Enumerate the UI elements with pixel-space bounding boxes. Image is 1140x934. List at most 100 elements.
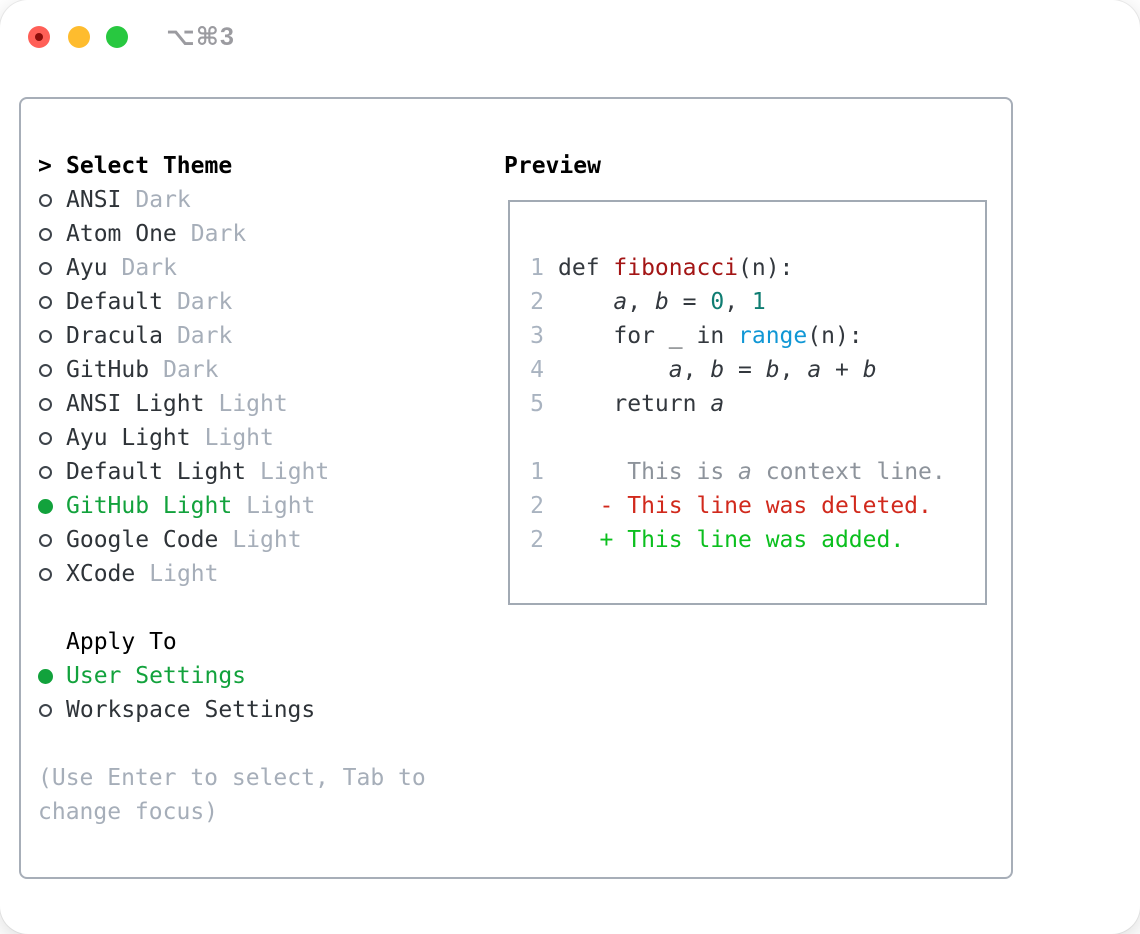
prompt-marker-cell: > <box>38 149 66 183</box>
prompt-icon: > <box>38 153 52 179</box>
radio-cell <box>38 693 66 727</box>
code-token: + <box>821 357 863 383</box>
theme-option-tag: Dark <box>176 289 233 315</box>
apply-to-marker-cell <box>38 625 66 659</box>
line-number: 1 <box>530 459 544 485</box>
code-token: 0 <box>710 289 725 315</box>
code-token: - This line was deleted. <box>558 493 932 519</box>
apply-to-option-label: Workspace Settings <box>66 697 316 723</box>
line-number: 5 <box>530 391 544 417</box>
radio-cell <box>38 285 66 319</box>
spacer-row <box>38 591 488 625</box>
radio-icon <box>39 295 52 309</box>
code-token: (n): <box>807 323 863 349</box>
close-button[interactable] <box>28 26 50 48</box>
line-number: 2 <box>530 493 544 519</box>
theme-option-tag: Dark <box>190 221 247 247</box>
theme-option[interactable]: Ayu Light Light <box>38 421 488 455</box>
theme-option-tag: Light <box>204 425 274 451</box>
theme-option-label: Ayu <box>66 255 108 281</box>
theme-option[interactable]: Default Dark <box>38 285 488 319</box>
code-line: 1 This is a context line. <box>530 455 946 489</box>
minimize-button[interactable] <box>68 26 90 48</box>
radio-cell <box>38 387 66 421</box>
code-line: 5 return a <box>530 387 946 421</box>
theme-option-label: Default <box>66 289 163 315</box>
code-line: 2 + This line was added. <box>530 523 946 557</box>
code-token: a <box>710 391 725 417</box>
theme-option-label: GitHub Light <box>66 493 233 519</box>
code-token: b <box>862 357 877 383</box>
radio-icon <box>39 533 52 547</box>
select-theme-header: Select Theme <box>66 153 233 179</box>
theme-option-label: Dracula <box>66 323 163 349</box>
code-line: 4 a, b = b, a + b <box>530 353 946 387</box>
code-line: 2 - This line was deleted. <box>530 489 946 523</box>
radio-cell <box>38 557 66 591</box>
theme-option-label: ANSI <box>66 187 122 213</box>
code-token: range <box>738 323 808 349</box>
code-token: b <box>765 357 780 383</box>
radio-icon <box>39 397 52 411</box>
radio-cell <box>38 353 66 387</box>
code-token: , <box>682 357 711 383</box>
radio-cell <box>38 421 66 455</box>
theme-option-label: Google Code <box>66 527 219 553</box>
window-title: ⌥⌘3 <box>166 23 235 51</box>
theme-option-label: XCode <box>66 561 136 587</box>
apply-to-header: Apply To <box>66 629 177 655</box>
radio-cell <box>38 523 66 557</box>
theme-option-label: Ayu Light <box>66 425 191 451</box>
code-token: = <box>668 289 711 315</box>
line-number: 2 <box>530 527 544 553</box>
code-line: 3 for _ in range(n): <box>530 319 946 353</box>
theme-option-tag: Light <box>260 459 330 485</box>
radio-cell <box>38 659 66 693</box>
radio-icon <box>39 431 52 445</box>
theme-option[interactable]: XCode Light <box>38 557 488 591</box>
theme-option[interactable]: ANSI Dark <box>38 183 488 217</box>
radio-icon <box>39 329 52 343</box>
code-line <box>530 421 946 455</box>
apply-to-header-row: Apply To <box>38 625 488 659</box>
code-token: = <box>724 357 766 383</box>
theme-option-tag: Dark <box>135 187 191 213</box>
radio-cell <box>38 489 66 523</box>
apply-to-option[interactable]: User Settings <box>38 659 488 693</box>
theme-option-tag: Light <box>218 391 288 417</box>
radio-cell <box>38 251 66 285</box>
select-theme-header-row: > Select Theme <box>38 149 488 183</box>
apply-to-option[interactable]: Workspace Settings <box>38 693 488 727</box>
radio-icon <box>39 363 52 377</box>
code-token: b <box>654 289 669 315</box>
theme-option-label: ANSI Light <box>66 391 205 417</box>
code-token: This is <box>558 459 739 485</box>
code-token: a <box>807 357 822 383</box>
theme-option[interactable]: ANSI Light Light <box>38 387 488 421</box>
theme-option[interactable]: GitHub Light Light <box>38 489 488 523</box>
radio-cell <box>38 183 66 217</box>
apply-to-option-label: User Settings <box>66 663 247 689</box>
radio-selected-icon <box>38 498 53 514</box>
zoom-button[interactable] <box>106 26 128 48</box>
theme-option-tag: Light <box>149 561 219 587</box>
code-token: , <box>779 357 808 383</box>
theme-option-tag: Light <box>246 493 316 519</box>
code-token: 1 <box>751 289 766 315</box>
radio-cell <box>38 319 66 353</box>
code-token: (n): <box>738 255 794 281</box>
line-number: 2 <box>530 289 544 315</box>
code-token: return <box>558 391 711 417</box>
spacer-row <box>38 727 488 761</box>
code-line: 2 a, b = 0, 1 <box>530 285 946 319</box>
